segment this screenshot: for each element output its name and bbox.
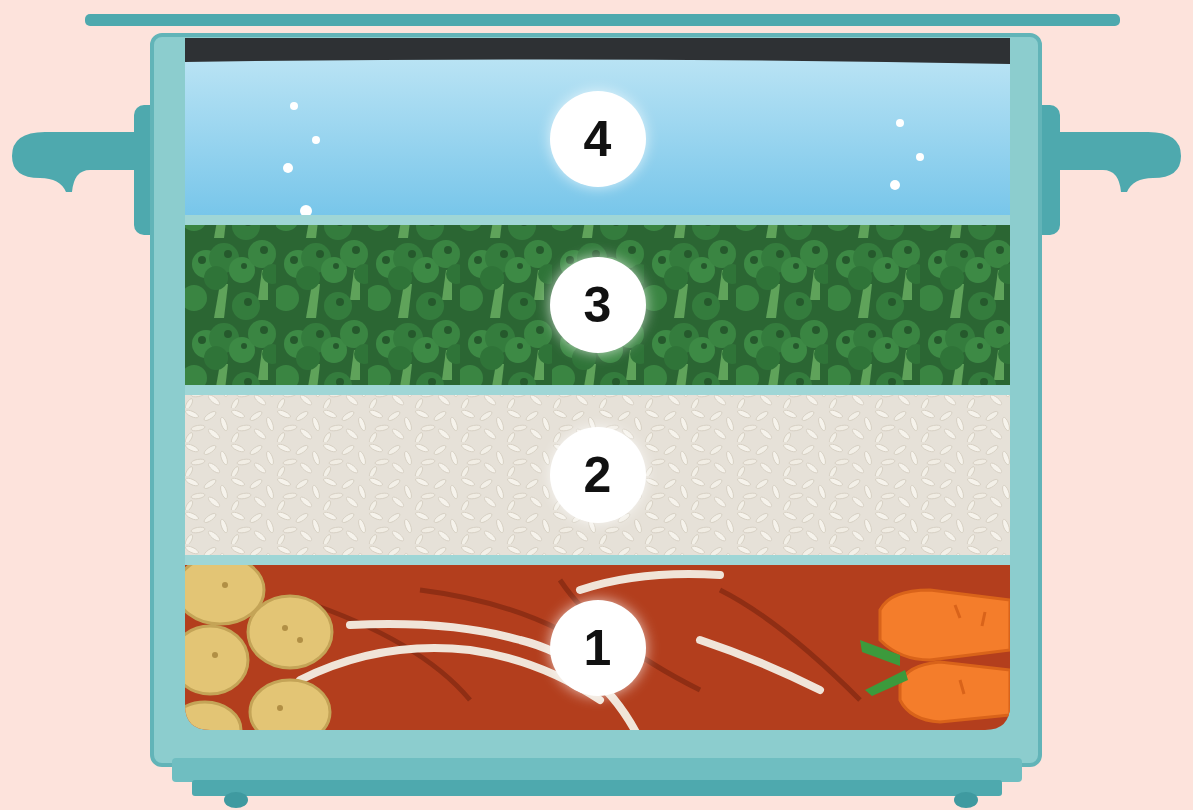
water-layer [185,59,1010,217]
pot-body [152,35,1040,765]
callout-number: 1 [550,600,646,696]
layer-separator [185,215,1010,565]
broccoli-layer [185,225,1010,385]
layer-band: 2 [185,395,1010,555]
layer-band: 3 [185,225,1010,385]
meat-layer [169,556,1010,758]
callout-number: 4 [550,91,646,187]
pot-lid [85,14,1120,26]
rice-layer [185,395,1010,555]
callout-number: 2 [550,427,646,523]
carrot [860,590,1010,722]
layer-band: 1 [185,565,1010,730]
callout-number: 3 [550,257,646,353]
layer-band: 4 [185,62,1010,215]
pot-base [172,758,1022,808]
